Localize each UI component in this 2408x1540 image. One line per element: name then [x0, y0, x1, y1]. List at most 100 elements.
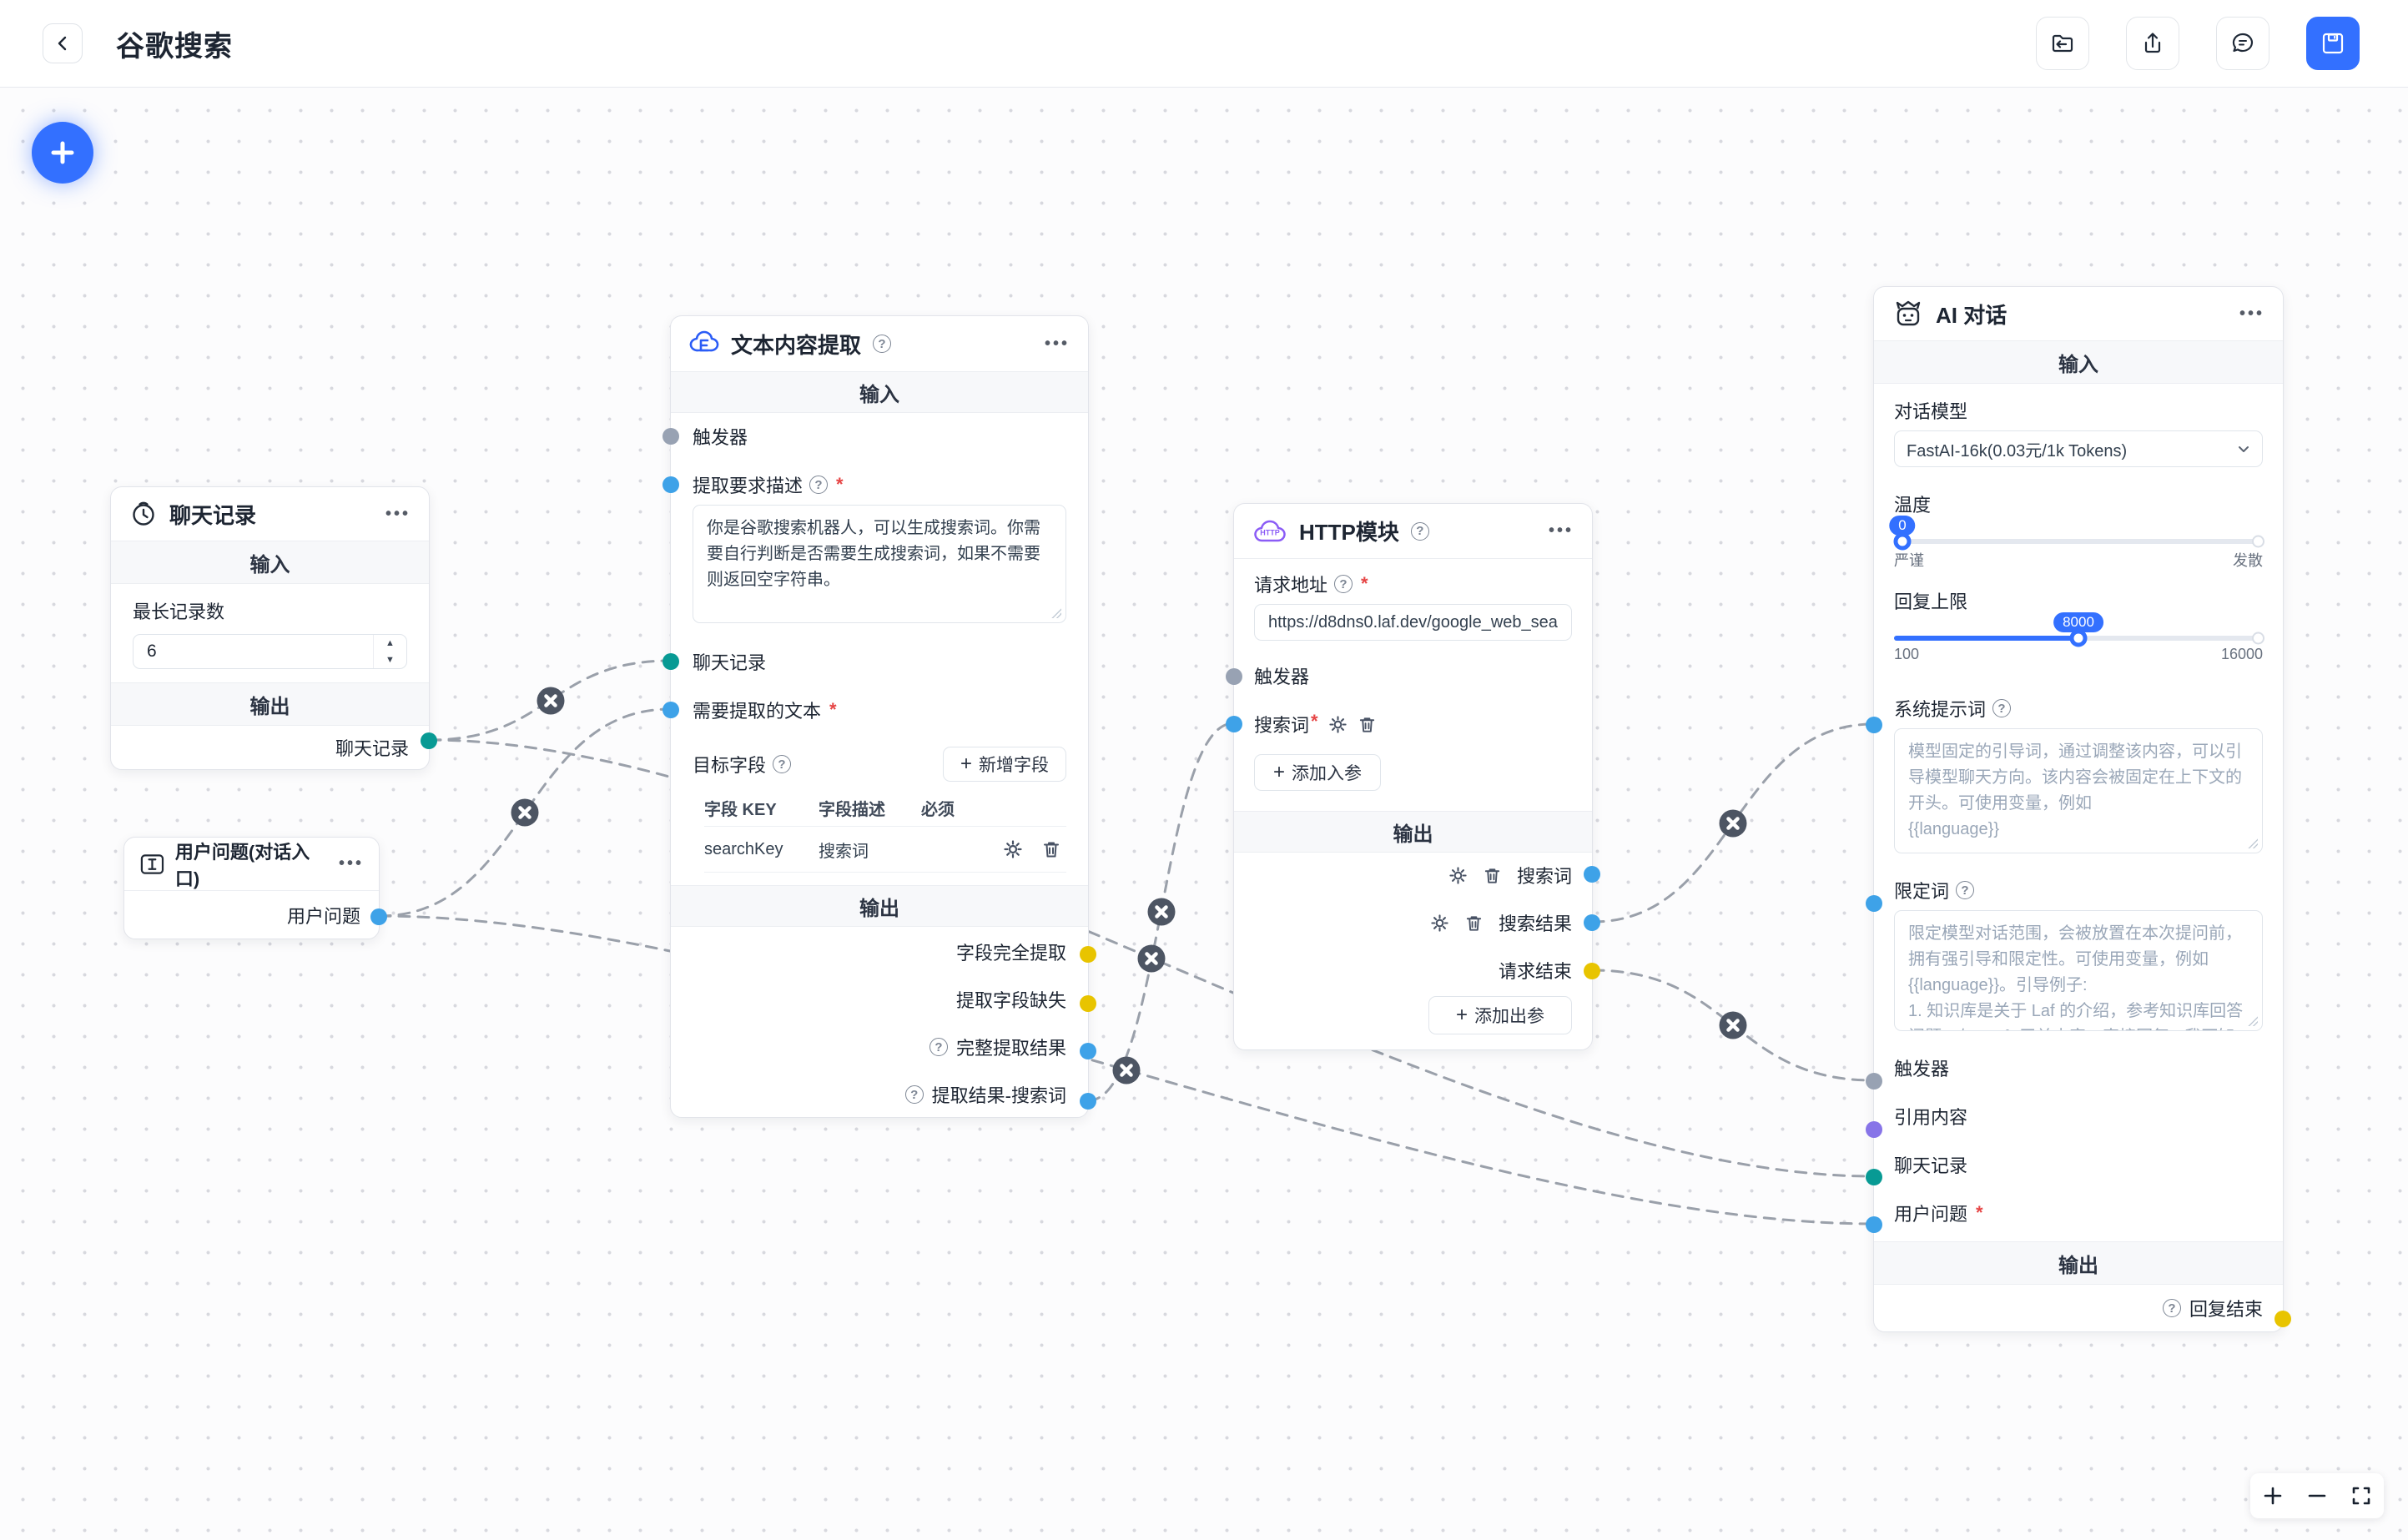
field-settings-button[interactable]: [1003, 839, 1023, 859]
node-menu-button[interactable]: •••: [338, 854, 364, 873]
plus-icon: [2264, 1487, 2281, 1505]
add-param-button[interactable]: + 添加入参: [1254, 754, 1381, 791]
edge-delete-button[interactable]: [1137, 944, 1166, 973]
edge-delete-button[interactable]: [511, 798, 539, 827]
edge-extract-to-http: [1087, 722, 1235, 1102]
add-output-button[interactable]: + 添加出参: [1428, 996, 1572, 1034]
add-field-button[interactable]: + 新增字段: [942, 747, 1066, 782]
max-records-value: 6: [147, 642, 157, 661]
system-prompt-textarea[interactable]: [1895, 729, 2262, 853]
edge-delete-button[interactable]: [1112, 1056, 1141, 1085]
slider-handle[interactable]: [2069, 629, 2088, 647]
export-button[interactable]: [2126, 17, 2179, 70]
port-ai-quote-input[interactable]: [1866, 1121, 1882, 1138]
back-button[interactable]: [43, 23, 83, 63]
save-button[interactable]: [2306, 17, 2360, 70]
output-section-label: 输出: [111, 682, 429, 726]
edge-delete-button[interactable]: [1147, 898, 1176, 926]
help-icon[interactable]: ?: [929, 1038, 948, 1056]
port-ai-system-prompt-input[interactable]: [1866, 717, 1882, 733]
port-user-question-output[interactable]: [370, 908, 387, 925]
node-chat-history[interactable]: 聊天记录 ••• 输入 最长记录数 6 ▲ ▼ 输出 聊天记录: [110, 486, 437, 770]
help-icon[interactable]: ?: [1410, 521, 1429, 541]
model-select[interactable]: FastAI-16k(0.03元/1k Tokens): [1894, 430, 2263, 467]
output-delete-button[interactable]: [1483, 866, 1502, 885]
fit-view-button[interactable]: [2350, 1485, 2372, 1507]
edge-user-question-to-extract: [378, 707, 672, 918]
node-header[interactable]: 用户问题(对话入口) •••: [124, 838, 379, 891]
output-delete-button[interactable]: [1464, 913, 1484, 933]
field-delete-button[interactable]: [1041, 839, 1061, 859]
node-header[interactable]: HTTP HTTP模块 ? •••: [1234, 504, 1592, 559]
help-icon[interactable]: ?: [873, 335, 892, 353]
node-menu-button[interactable]: •••: [385, 504, 411, 523]
open-folder-import-button[interactable]: [2036, 17, 2089, 70]
input-section-label: 输入: [1874, 340, 2283, 384]
port-extract-history-input[interactable]: [662, 653, 679, 670]
port-ai-limit-prompt-input[interactable]: [1866, 895, 1882, 912]
node-http-module[interactable]: HTTP HTTP模块 ? ••• 请求地址 ? * 触发器 搜索词*: [1226, 503, 1600, 1050]
stepper-down-icon[interactable]: ▼: [385, 655, 395, 665]
output-settings-button[interactable]: [1448, 866, 1468, 885]
page-title: 谷歌搜索: [116, 30, 233, 63]
help-icon[interactable]: ?: [1956, 881, 1975, 899]
model-label: 对话模型: [1894, 401, 1968, 422]
max-records-input[interactable]: 6 ▲ ▼: [133, 634, 407, 669]
chat-bubble-icon: [2232, 33, 2254, 53]
help-icon[interactable]: ?: [2162, 1299, 2181, 1317]
node-menu-button[interactable]: •••: [1044, 334, 1070, 353]
port-http-searchkey-input[interactable]: [1226, 716, 1242, 732]
help-icon[interactable]: ?: [809, 476, 829, 494]
text-row: 需要提取的文本 *: [693, 698, 1066, 722]
port-ai-answer-output[interactable]: [2275, 1311, 2291, 1327]
port-chat-history-output[interactable]: [421, 732, 437, 749]
zoom-out-button[interactable]: [2306, 1485, 2328, 1507]
port-extract-trigger-input[interactable]: [662, 428, 679, 445]
trigger-row: 触发器: [1894, 1056, 2263, 1080]
node-header[interactable]: 文本内容提取 ? •••: [671, 316, 1088, 371]
reply-limit-slider[interactable]: 8000 100 16000: [1894, 612, 2264, 663]
node-header[interactable]: 聊天记录 •••: [111, 487, 429, 541]
node-menu-button[interactable]: •••: [2239, 304, 2264, 323]
edge-delete-button[interactable]: [1719, 809, 1747, 838]
help-icon[interactable]: ?: [1334, 575, 1353, 593]
port-extract-description-input[interactable]: [662, 476, 679, 493]
port-http-searchkey-output[interactable]: [1584, 866, 1600, 883]
port-extract-text-input[interactable]: [662, 702, 679, 718]
node-header[interactable]: AI 对话 •••: [1874, 287, 2283, 340]
port-http-result-output[interactable]: [1584, 914, 1600, 931]
port-http-finish-output[interactable]: [1584, 963, 1600, 979]
stepper-up-icon[interactable]: ▲: [385, 638, 395, 648]
node-user-question[interactable]: 用户问题(对话入口) ••• 用户问题: [123, 837, 387, 939]
port-http-trigger-input[interactable]: [1226, 668, 1242, 685]
help-icon[interactable]: ?: [773, 755, 792, 773]
add-node-button[interactable]: [32, 122, 93, 184]
param-settings-button[interactable]: [1328, 715, 1348, 734]
port-extract-searchkey-output[interactable]: [1080, 1093, 1096, 1110]
node-title: 文本内容提取: [731, 332, 862, 358]
port-ai-question-input[interactable]: [1866, 1216, 1882, 1233]
flow-canvas[interactable]: 聊天记录 ••• 输入 最长记录数 6 ▲ ▼ 输出 聊天记录: [0, 88, 2408, 1540]
slider-handle[interactable]: [1893, 532, 1912, 551]
param-delete-button[interactable]: [1358, 715, 1377, 734]
url-input[interactable]: [1254, 604, 1572, 641]
edge-delete-button[interactable]: [537, 687, 565, 715]
port-ai-history-input[interactable]: [1866, 1169, 1882, 1185]
help-icon[interactable]: ?: [1992, 699, 2012, 717]
edge-delete-button[interactable]: [1719, 1011, 1747, 1039]
temperature-slider[interactable]: 0 严谨 发散: [1889, 516, 2264, 571]
node-menu-button[interactable]: •••: [1548, 521, 1574, 540]
chat-test-button[interactable]: [2216, 17, 2269, 70]
port-extract-success-output[interactable]: [1080, 946, 1096, 963]
port-ai-trigger-input[interactable]: [1866, 1073, 1882, 1090]
zoom-in-button[interactable]: [2262, 1485, 2284, 1507]
node-ai-chat[interactable]: AI 对话 ••• 输入 对话模型 FastAI-16k(0.03元/1k To…: [1866, 286, 2291, 1332]
help-icon[interactable]: ?: [904, 1085, 924, 1104]
port-extract-failed-output[interactable]: [1080, 995, 1096, 1012]
node-content-extract[interactable]: 文本内容提取 ? ••• 输入 触发器 提取要求描述 ? * 你是谷歌搜索机器人…: [662, 315, 1096, 1118]
port-extract-full-result-output[interactable]: [1080, 1043, 1096, 1059]
limit-prompt-textarea[interactable]: [1895, 911, 2262, 1030]
output-settings-button[interactable]: [1430, 913, 1449, 933]
temperature-max-label: 发散: [2233, 552, 2263, 569]
description-textarea[interactable]: 你是谷歌搜索机器人，可以生成搜索词。你需要自行判断是否需要生成搜索词，如果不需要…: [693, 506, 1065, 622]
